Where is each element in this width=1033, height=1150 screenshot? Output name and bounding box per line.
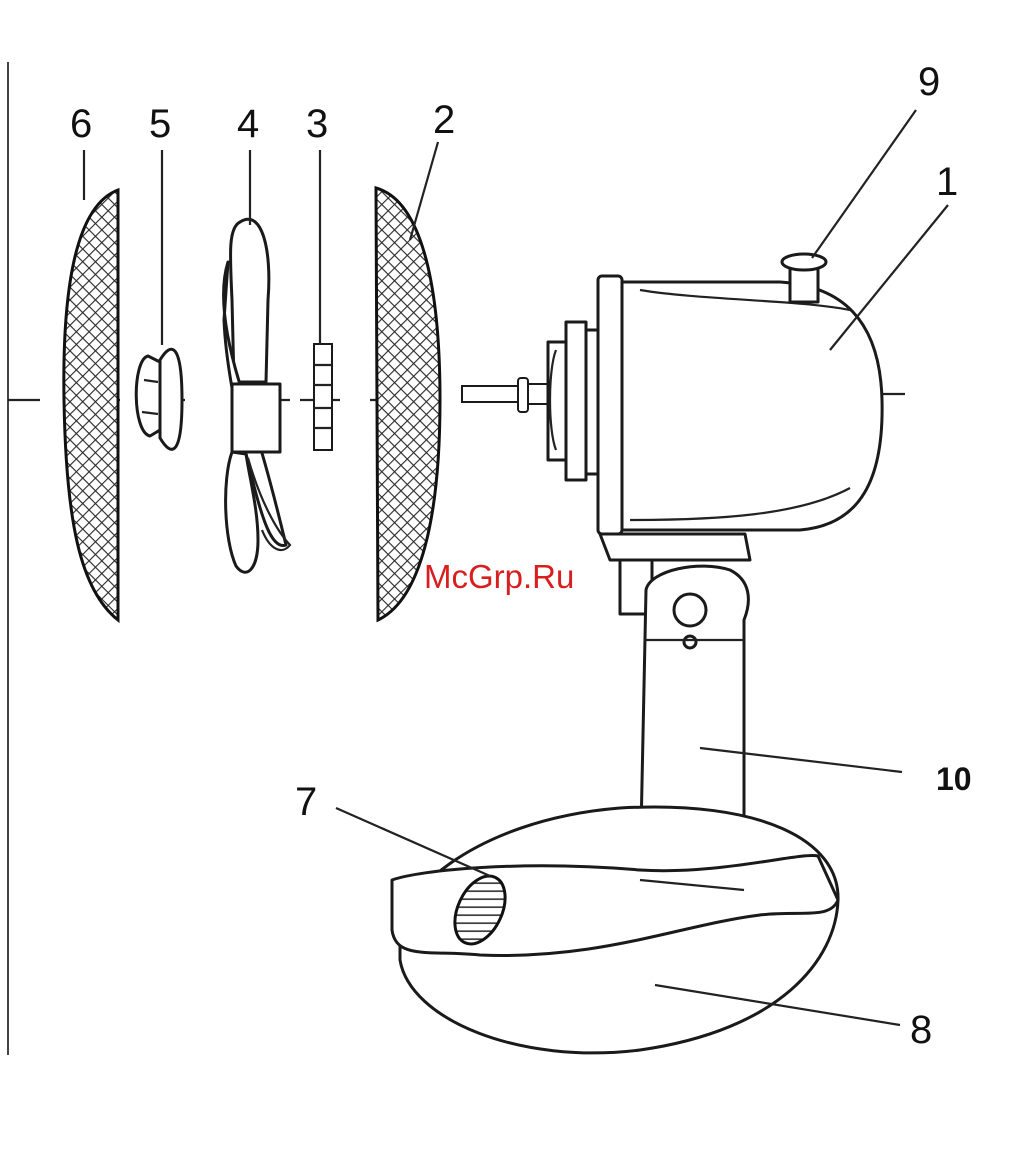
callout-7: 7 bbox=[295, 780, 317, 824]
callout-6: 6 bbox=[70, 102, 92, 146]
callout-2: 2 bbox=[433, 98, 455, 142]
callout-5: 5 bbox=[149, 102, 171, 146]
callout-9: 9 bbox=[918, 60, 940, 104]
mesh-grille-icon bbox=[376, 188, 440, 620]
motor-housing-icon bbox=[622, 282, 882, 530]
watermark: McGrp.Ru bbox=[424, 558, 574, 595]
motor-shaft bbox=[462, 378, 550, 412]
mesh-grille-icon bbox=[64, 190, 118, 620]
fan-blade bbox=[224, 219, 290, 572]
motor-housing bbox=[548, 276, 882, 614]
rear-grille bbox=[376, 188, 440, 620]
callout-10: 10 bbox=[936, 761, 972, 797]
callout-4: 4 bbox=[237, 102, 259, 146]
grille-nut-icon bbox=[314, 344, 332, 450]
oscillation-knob bbox=[782, 254, 826, 302]
fan-blade-icon bbox=[230, 219, 268, 382]
front-grille bbox=[64, 190, 118, 620]
callout-1: 1 bbox=[936, 160, 958, 204]
grille-nut bbox=[314, 344, 332, 450]
callout-8: 8 bbox=[910, 1008, 932, 1052]
callout-3: 3 bbox=[306, 102, 328, 146]
spinner-cap bbox=[136, 349, 182, 449]
spinner-cap-icon bbox=[136, 356, 160, 436]
